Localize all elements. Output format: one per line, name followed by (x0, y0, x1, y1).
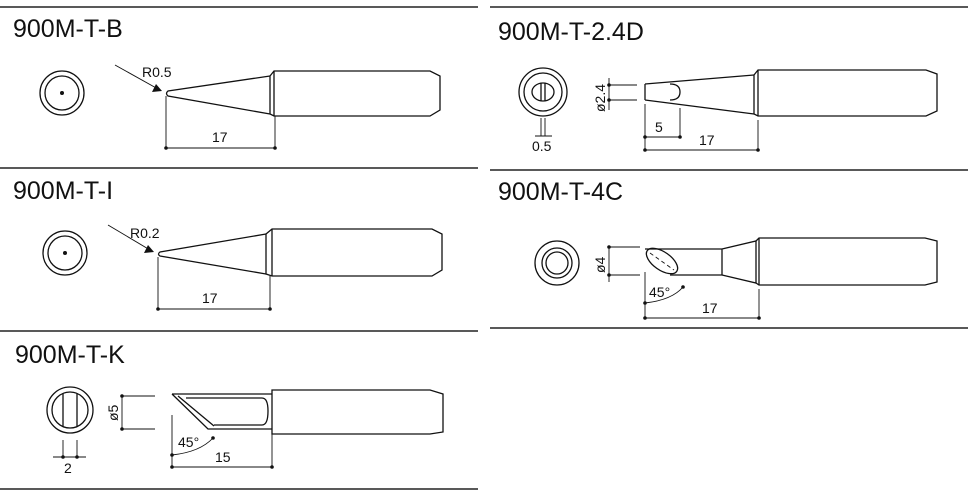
end-view (39, 70, 85, 116)
tip-panel-i: 900M-T-I R0.2 17 (13, 177, 443, 311)
tip-panel-b: 900M-T-B R0.5 17 (13, 15, 441, 150)
diameter-label: ø2.4 (592, 84, 608, 112)
length-label: 17 (702, 300, 718, 316)
thickness-label: 0.5 (532, 138, 552, 154)
tip-title: 900M-T-I (13, 177, 113, 205)
flat-length-label: 5 (655, 119, 663, 135)
tip-profile (644, 69, 938, 117)
tip-title: 900M-T-K (15, 341, 125, 369)
tip-title: 900M-T-B (13, 15, 123, 43)
diameter-label: ø4 (592, 256, 608, 273)
length-label: 17 (699, 132, 715, 148)
tip-profile (171, 389, 444, 435)
slot-label: 2 (64, 460, 72, 476)
separators (0, 6, 968, 490)
tip-title: 900M-T-4C (498, 178, 623, 206)
length-label: 15 (215, 449, 231, 465)
end-view (42, 230, 88, 276)
angle-label: 45° (649, 284, 670, 300)
end-view (534, 240, 580, 286)
angle-label: 45° (178, 434, 199, 450)
radius-label: R0.2 (130, 225, 160, 241)
end-view (46, 386, 94, 434)
length-label: 17 (212, 129, 228, 145)
tip-title: 900M-T-2.4D (498, 18, 644, 46)
tip-panel-2-4d: 900M-T-2.4D 0.5 ø2.4 5 17 (498, 18, 938, 154)
tip-panel-4c: 900M-T-4C ø4 45° 17 (498, 178, 938, 320)
diameter-label: ø5 (105, 404, 121, 421)
tip-profile (645, 237, 938, 286)
length-label: 17 (202, 290, 218, 306)
tip-profile (157, 228, 443, 277)
end-view (518, 67, 568, 117)
tip-profile (165, 70, 441, 117)
radius-label: R0.5 (142, 64, 172, 80)
tip-panel-k: 900M-T-K 2 ø5 45° 15 (15, 341, 444, 476)
